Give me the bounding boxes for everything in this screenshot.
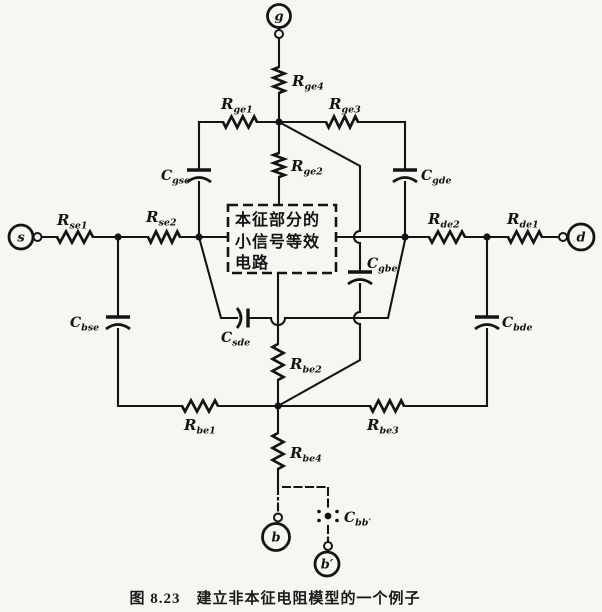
resistor-label-R_be4: Rbe4: [289, 444, 322, 465]
resistor-R_be1: [180, 397, 220, 415]
terminal-open-s: [32, 232, 43, 242]
capacitor-label-C_bb-prime: Cbb′: [344, 510, 371, 529]
node-dot-5: [274, 402, 282, 410]
capacitor-C_bb-prime: [324, 512, 332, 520]
terminal-open-b: [273, 512, 283, 523]
resistor-R_ge4: [269, 65, 289, 95]
resistor-R_be2: [269, 342, 287, 382]
resistor-R_be4: [269, 431, 287, 471]
terminal-b-prime: [313, 550, 341, 578]
terminal-label-s: s: [17, 231, 25, 246]
terminal-g: [266, 3, 292, 29]
resistor-label-R_ge2: Rge2: [290, 157, 323, 178]
terminal-b: [261, 522, 291, 552]
terminal-label-d: d: [576, 231, 585, 246]
terminal-d: [566, 222, 596, 252]
terminal-label-g: g: [274, 10, 283, 25]
resistor-R_de2: [427, 228, 467, 246]
terminal-s: [7, 223, 35, 251]
capacitor-plate-C_gse: [186, 176, 212, 184]
wire-sde-branch: [197, 235, 407, 327]
capacitor-label-C_gde: Cgde: [421, 168, 452, 187]
node-dot-4: [483, 233, 491, 241]
node-dot-3: [401, 233, 409, 241]
capacitor-plate-C_sde: [235, 307, 243, 329]
node-dot-0: [275, 118, 283, 126]
resistor-label-R_ge3: Rge3: [328, 95, 361, 116]
resistor-R_ge3: [324, 113, 360, 131]
terminal-open-g: [274, 29, 284, 39]
resistor-label-R_se1: Rse1: [56, 211, 87, 232]
capacitor-plate-C_bde: [474, 323, 500, 331]
resistor-label-R_se2: Rse2: [145, 208, 177, 229]
resistor-label-R_be2: Rbe2: [289, 355, 322, 376]
resistor-label-R_be3: Rbe3: [366, 416, 399, 437]
box-text-line1: 本征部分的: [235, 212, 321, 229]
capacitor-label-C_sde: Csde: [221, 330, 250, 349]
resistor-label-R_ge4: Rge4: [291, 72, 324, 93]
box-text-line2: 小信号等效: [235, 233, 321, 251]
resistor-label-R_de2: Rde2: [427, 210, 460, 231]
terminal-open-d: [558, 232, 568, 242]
capacitor-dot-C_bb-prime-2: [335, 509, 339, 514]
terminal-open-b-prime: [323, 541, 333, 551]
resistor-R_be3: [368, 397, 406, 415]
resistor-label-R_be1: Rbe1: [183, 416, 216, 437]
resistor-label-R_ge1: Rge1: [220, 95, 253, 116]
resistor-R_de1: [506, 228, 544, 246]
capacitor-plate-C_gbe: [347, 278, 373, 286]
capacitor-label-C_bde: Cbde: [502, 315, 533, 334]
node-dot-2: [195, 233, 203, 241]
capacitor-label-C_gse: Cgse: [161, 168, 190, 187]
capacitor-label-C_bse: Cbse: [70, 315, 99, 334]
intrinsic-box: [226, 203, 338, 275]
wire-bulk-right: [276, 235, 489, 408]
node-dot-1: [114, 233, 122, 241]
capacitor-dot-C_bb-prime-0: [317, 509, 321, 514]
resistor-R_ge2: [269, 151, 289, 179]
resistor-R_ge1: [221, 113, 259, 131]
box-text-line3: 电路: [235, 255, 270, 272]
resistor-R_se2: [146, 228, 182, 246]
terminal-label-b: b: [271, 531, 280, 546]
wire-bulk-left: [116, 235, 280, 408]
resistor-label-R_de1: Rde1: [506, 210, 539, 231]
terminal-label-b-prime: b′: [321, 558, 334, 573]
resistor-R_se1: [55, 228, 95, 246]
capacitor-dot-C_bb-prime-1: [317, 518, 321, 523]
capacitor-label-C_gbe: Cgbe: [367, 256, 398, 275]
capacitor-dot-C_bb-prime-3: [335, 518, 339, 523]
capacitor-plate-C_bse: [105, 323, 131, 331]
wire-bprime-dashed: [281, 485, 330, 544]
intrinsic-box-text: 本征部分的 小信号等效 电路: [235, 210, 335, 275]
figure-caption: 图 8.23 建立非本征电阻模型的一个例子: [129, 591, 421, 607]
capacitor-plate-C_gde: [392, 176, 418, 184]
